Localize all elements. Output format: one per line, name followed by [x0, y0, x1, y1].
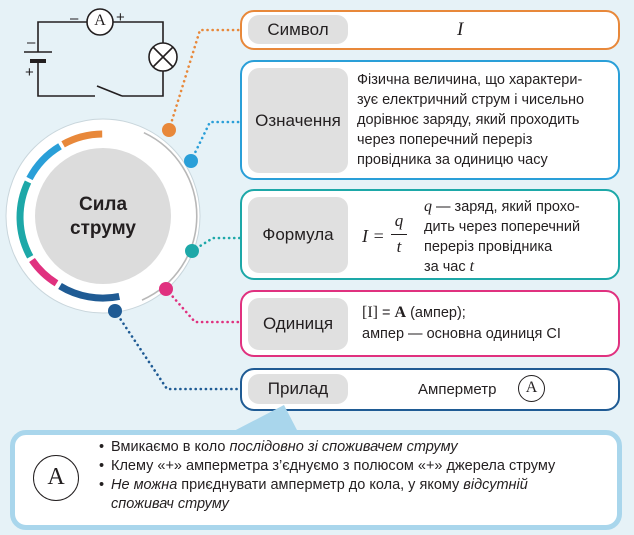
definition-tag: Означення — [248, 68, 348, 173]
formula-tag: Формула — [248, 197, 348, 273]
note-item: Не можна приєднувати амперметр до кола, … — [99, 476, 609, 514]
definition-line: провідника за одиницю часу — [357, 152, 548, 168]
formula-numerator: q — [394, 211, 404, 230]
dot-device — [108, 304, 122, 318]
ring-segment-navy — [58, 282, 121, 302]
unit-bracket: [I] — [362, 304, 378, 321]
definition-text: Фізична величина, що характери- зує елек… — [357, 70, 584, 170]
note-item: Клему «+» амперметра з’єднуємо з полюсом… — [99, 457, 609, 476]
unit-eq: = — [377, 305, 395, 321]
connector-formula — [190, 236, 246, 253]
definition-line: Фізична величина, що характери- — [357, 72, 583, 88]
unit-tag: Одиниця — [248, 298, 348, 350]
unit-line1-rest: (ампер); — [406, 305, 466, 321]
ammeter-minus: – — [70, 10, 79, 27]
unit-card: Одиниця [I] = A (ампер); ампер — основна… — [240, 290, 620, 357]
notes-panel: A Вмикаємо в коло послідовно зі споживач… — [10, 430, 622, 530]
ring-segment-blue — [26, 143, 62, 181]
connector-device — [113, 309, 244, 391]
unit-A: A — [394, 304, 407, 321]
dot-symbol — [162, 123, 176, 137]
symbol-card: Символ I — [240, 10, 620, 50]
notes-ammeter-icon: A — [33, 455, 79, 501]
ring-segment-orange — [61, 130, 103, 148]
connector-unit — [164, 287, 246, 324]
dot-unit — [159, 282, 173, 296]
formula-denominator: t — [396, 237, 402, 256]
connector-symbol — [167, 28, 242, 132]
definition-line: зує електричний струм і чисельно — [357, 92, 585, 108]
formula-desc-line3: переріз провідника — [424, 239, 553, 255]
formula-q-symbol: q — [424, 198, 432, 215]
definition-card: Означення Фізична величина, що характери… — [240, 60, 620, 180]
device-symbol-letter: A — [525, 379, 538, 396]
ring-segment-pink — [29, 257, 59, 287]
note-item: Вмикаємо в коло послідовно зі споживачем… — [99, 438, 609, 457]
ammeter-plus: + — [116, 9, 125, 26]
battery-plus: + — [25, 64, 34, 81]
circuit-diagram — [24, 8, 178, 97]
battery-minus: – — [27, 34, 36, 51]
symbol-value: I — [457, 19, 464, 40]
formula-lhs: I = — [362, 226, 385, 246]
unit-text: [I] = A (ампер); ампер — основна одиниця… — [362, 302, 561, 345]
connector-definition — [189, 120, 246, 163]
dot-formula — [185, 244, 199, 258]
central-title-line2: струму — [70, 218, 136, 239]
ammeter-symbol-icon: A — [518, 375, 545, 402]
ammeter-letter: A — [94, 12, 106, 29]
device-card: Прилад Амперметр A — [240, 368, 620, 411]
dot-definition — [184, 154, 198, 168]
central-title: Сила струму — [35, 193, 171, 241]
central-title-line1: Сила — [78, 194, 128, 215]
device-tag: Прилад — [248, 374, 348, 404]
symbol-tag: Символ — [248, 15, 348, 44]
formula-desc-line2: дить через поперечний — [424, 219, 581, 235]
ring-segment-teal — [16, 180, 34, 259]
formula-desc-line4: за час — [424, 259, 470, 275]
unit-line2: ампер — основна одиниця СІ — [362, 326, 561, 342]
formula-desc-line1: — заряд, який прохо- — [432, 199, 580, 215]
definition-line: дорівнює заряду, який проходить — [357, 112, 580, 128]
device-value: Амперметр — [418, 381, 497, 398]
formula-card: Формула I = q t q — заряд, який прохо- д… — [240, 189, 620, 280]
notes-symbol-letter: A — [47, 464, 65, 490]
notes-list: Вмикаємо в коло послідовно зі споживачем… — [99, 438, 609, 514]
formula-t-symbol: t — [469, 258, 475, 275]
definition-line: через поперечний переріз — [357, 132, 533, 148]
formula-description: q — заряд, який прохо- дить через попере… — [424, 197, 580, 277]
formula-fraction-bar — [391, 234, 407, 236]
